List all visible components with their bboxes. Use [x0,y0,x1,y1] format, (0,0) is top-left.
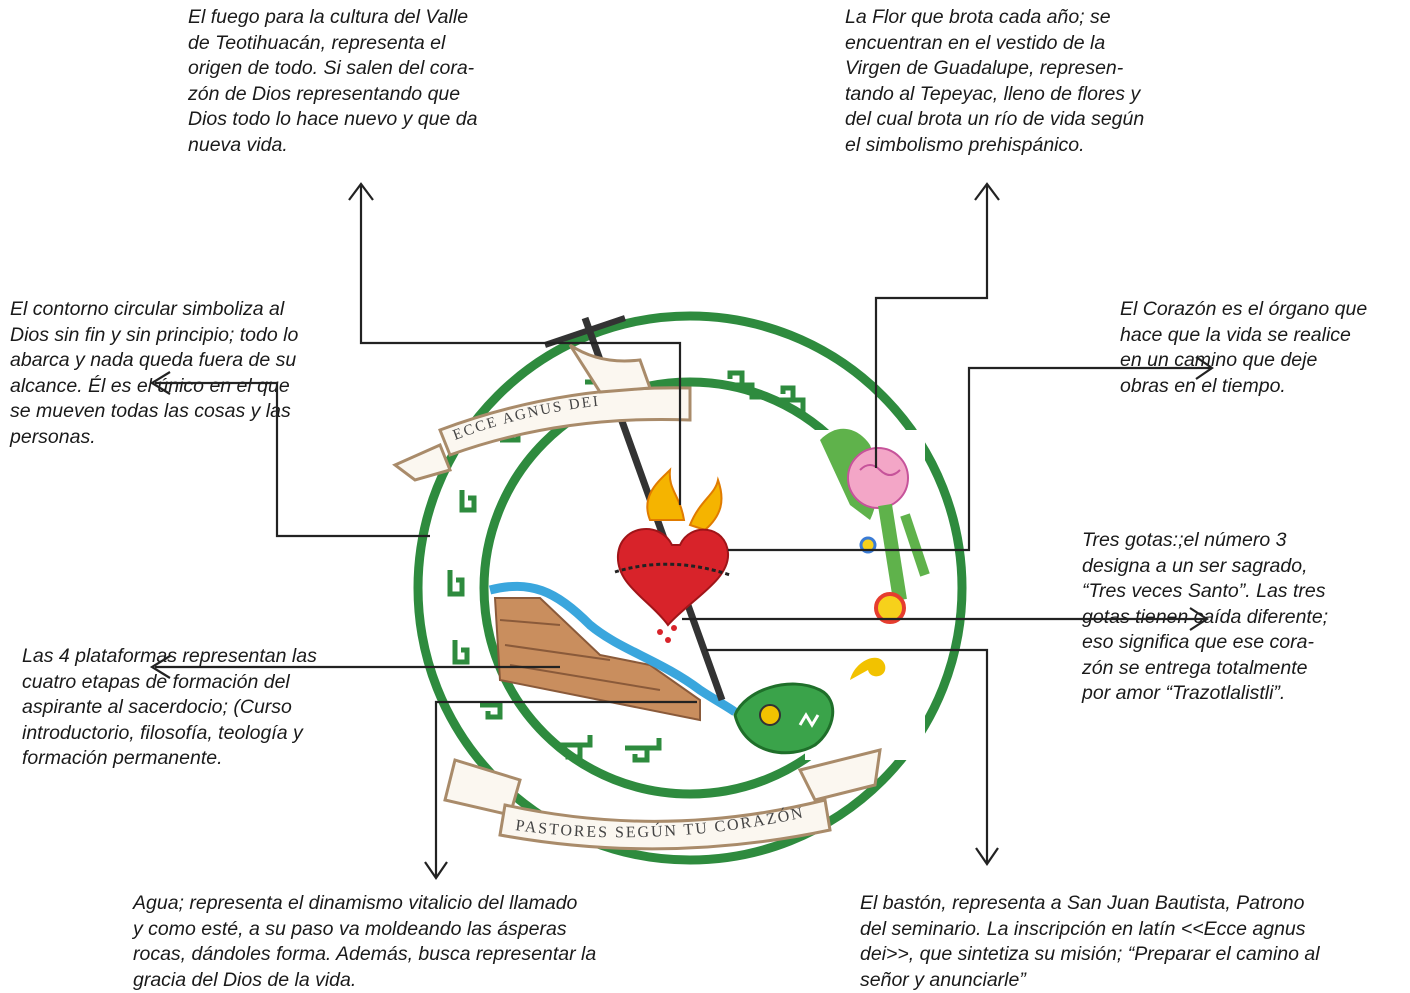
water-river [488,581,738,716]
sacred-heart [614,467,731,643]
annotation-flower: La Flor que brota cada año; se encuentra… [845,6,1145,156]
bottom-banner: Pastores Según Tu Corazón [443,748,882,851]
platforms-pyramid [493,597,701,722]
serpent-head [733,657,886,755]
annotation-drops: Tres gotas:;el número 3 designa a un ser… [1082,529,1329,704]
annotation-staff: El bastón, representa a San Juan Bautist… [860,892,1320,991]
annotation-fire: El fuego para la cultura del Valle de Te… [188,6,478,156]
annotation-heart: El Corazón es el órgano que hace que la … [1120,298,1368,397]
flower [820,428,930,624]
annotation-platforms: Las 4 plataformas representan las cuatro… [22,645,317,769]
top-banner: Ecce Agnus Dei [392,343,692,482]
annotation-water: Agua; representa el dinamismo vitalicio … [133,892,597,991]
annotation-arrows [149,182,1214,880]
annotation-circle: El contorno circular simboliza al Dios s… [10,298,299,448]
